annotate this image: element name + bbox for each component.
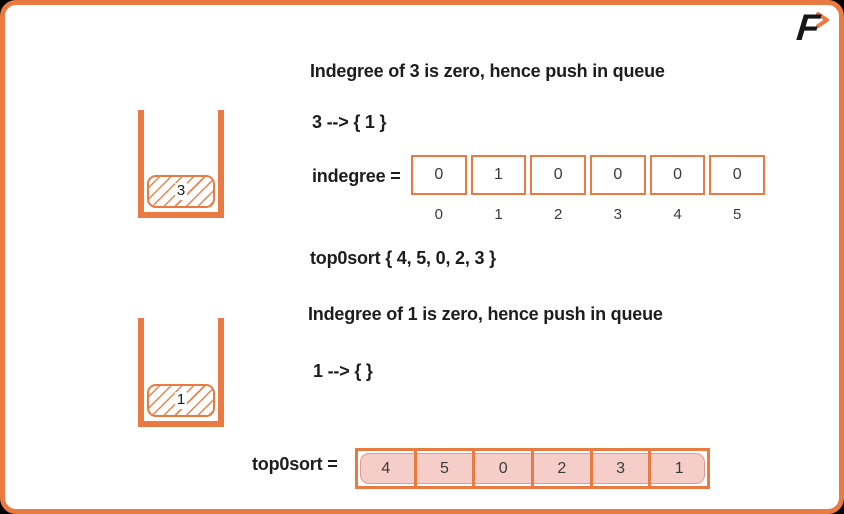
logo-letter-f: F [795,7,821,48]
queue-item-hatched: 3 [147,175,215,208]
index-label: 3 [613,206,623,223]
index-label: 5 [733,206,742,223]
step2-heading: Indegree of 1 is zero, hence push in que… [308,304,663,324]
queue-item-hatched: 1 [147,384,215,417]
queue-item-value: 1 [174,391,188,409]
indegree-cell: 0 [649,155,706,195]
step2-adjacency-text: 1 --> { } [313,361,373,381]
toposort-result-array: 4 5 0 2 3 1 [355,448,710,489]
index-label: 0 [434,206,443,223]
index-label: 2 [554,206,563,223]
indegree-cell: 1 [470,155,527,195]
indegree-cell: 0 [411,155,467,195]
index-label: 4 [673,206,682,223]
step1-adjacency-text: 3 --> { 1 } [312,112,387,132]
logo-arrow-icon [816,12,829,28]
toposort-result-label: top0sort = [252,454,338,474]
toposort-cell: 4 [381,459,391,477]
queue-item-value: 3 [174,182,188,200]
indegree-index-row: 0 1 2 3 4 5 [411,206,765,223]
step1-toposort-text: top0sort { 4, 5, 0, 2, 3 } [310,248,496,268]
step1-heading: Indegree of 3 is zero, hence push in que… [310,61,665,81]
toposort-cell: 2 [531,451,590,486]
brand-logo: F [795,7,831,48]
indegree-cell: 0 [709,155,766,195]
indegree-cell: 0 [530,155,587,195]
queue-step2: 1 [138,318,224,427]
toposort-cell: 1 [648,451,707,486]
toposort-cell: 3 [589,451,649,486]
indegree-array: 0 1 0 0 0 0 [411,155,766,195]
toposort-cell: 0 [472,451,531,486]
index-label: 1 [494,206,503,223]
toposort-cells: 4 5 0 2 3 1 [358,451,707,486]
toposort-cell: 5 [413,451,473,486]
indegree-label: indegree = [312,166,401,186]
queue-step1: 3 [138,110,224,218]
indegree-cell: 0 [590,155,646,195]
